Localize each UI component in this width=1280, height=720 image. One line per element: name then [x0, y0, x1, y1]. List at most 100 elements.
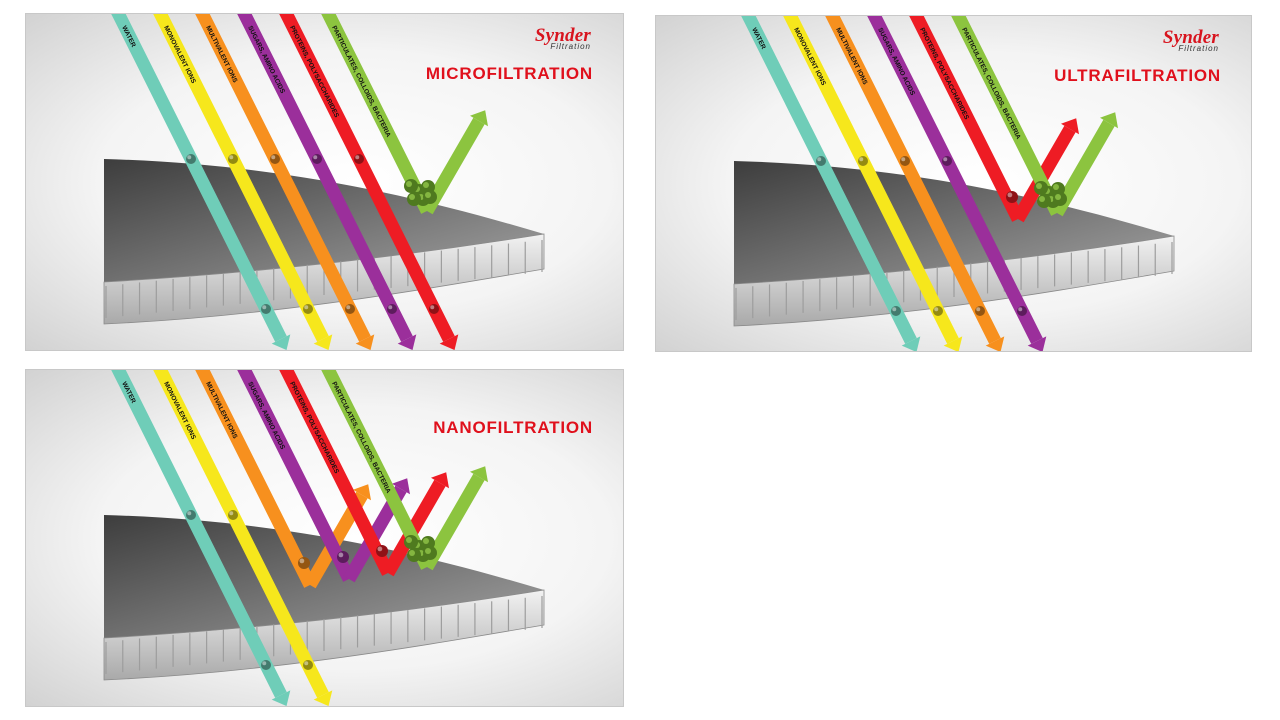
particle-highlight — [187, 155, 192, 160]
particle-highlight — [817, 157, 822, 162]
particle — [858, 156, 868, 166]
particle — [933, 306, 943, 316]
stream-band — [825, 16, 1001, 344]
particle-highlight — [355, 155, 360, 160]
panel-title: NANOFILTRATION — [433, 418, 593, 437]
bacteria-highlight — [1053, 184, 1059, 190]
particle — [186, 510, 196, 520]
particle — [387, 304, 397, 314]
particle — [228, 510, 238, 520]
particle — [816, 156, 826, 166]
particle — [942, 156, 952, 166]
stream-arrowhead — [1027, 336, 1047, 351]
particle-highlight — [1018, 307, 1023, 312]
stream: PARTICULATES, COLLOIDS, BACTERIA — [321, 14, 489, 215]
stream-label: MONOVALENT IONS — [792, 27, 827, 87]
stream-arrowhead — [352, 484, 372, 501]
particle-highlight — [338, 552, 344, 558]
particle — [345, 304, 355, 314]
particle-highlight — [299, 558, 305, 564]
particle — [303, 660, 313, 670]
particle — [891, 306, 901, 316]
particle-highlight — [901, 157, 906, 162]
brand-logo: Synder Filtration — [1163, 28, 1219, 53]
stream-label: MULTIVALENT IONS — [834, 27, 869, 87]
stream-band — [951, 16, 1063, 216]
stream-arrowhead — [439, 334, 459, 350]
empty-area — [656, 370, 1251, 706]
stream-label: MONOVALENT IONS — [162, 25, 197, 85]
stream-label: SUGARS, AMINO ACIDS — [246, 25, 286, 95]
particle — [261, 304, 271, 314]
stream-band — [783, 16, 959, 344]
stream-band — [321, 14, 433, 214]
stream-arrowhead — [271, 334, 291, 350]
particle — [429, 304, 439, 314]
stream-arrowhead — [901, 336, 921, 351]
brand-sub: Filtration — [1178, 44, 1219, 53]
particle — [975, 306, 985, 316]
stream-band — [153, 370, 329, 698]
particle-highlight — [892, 307, 897, 312]
stream-arrowhead — [469, 466, 489, 483]
bacteria-highlight — [425, 548, 431, 554]
stream-band — [111, 370, 287, 698]
bacteria-highlight — [409, 550, 415, 556]
stream-band — [741, 16, 917, 344]
particle — [186, 154, 196, 164]
stream-label: MULTIVALENT IONS — [204, 381, 239, 441]
particle — [298, 557, 310, 569]
particle-highlight — [859, 157, 864, 162]
particle-highlight — [934, 307, 939, 312]
stream-arrowhead — [391, 478, 411, 495]
particle-highlight — [346, 305, 351, 310]
panel-title: MICROFILTRATION — [425, 64, 593, 83]
particle — [900, 156, 910, 166]
particle — [376, 545, 388, 557]
particle-highlight — [271, 155, 276, 160]
brand-sub: Filtration — [550, 42, 591, 51]
particle-highlight — [377, 546, 383, 552]
particle-highlight — [430, 305, 435, 310]
bacteria-highlight — [1055, 194, 1061, 200]
stream-band — [867, 16, 1043, 344]
particle — [303, 304, 313, 314]
particle-highlight — [229, 511, 234, 516]
bacteria-highlight — [1036, 183, 1042, 189]
stream: WATER — [741, 16, 921, 351]
particle-highlight — [313, 155, 318, 160]
stream-arrowhead — [1099, 112, 1119, 129]
particle — [337, 551, 349, 563]
stream-band — [111, 14, 287, 342]
stream-arrowhead — [355, 334, 375, 350]
bacteria-highlight — [409, 194, 415, 200]
panel-title: ULTRAFILTRATION — [1054, 66, 1221, 85]
particle — [228, 154, 238, 164]
bacteria-highlight — [1039, 196, 1045, 202]
bacteria-highlight — [423, 182, 429, 188]
particle-highlight — [187, 511, 192, 516]
stream-label: SUGARS, AMINO ACIDS — [246, 381, 286, 451]
particle — [1017, 306, 1027, 316]
brand-name: Synder — [1162, 27, 1219, 48]
stream-band — [279, 14, 455, 342]
stream-band — [279, 370, 394, 576]
stream-band — [195, 370, 316, 588]
stream-band — [321, 370, 433, 570]
stream-label: MULTIVALENT IONS — [204, 25, 239, 85]
bacteria-highlight — [423, 538, 429, 544]
particle — [354, 154, 364, 164]
particle-highlight — [388, 305, 393, 310]
stream-arrowhead — [313, 690, 333, 706]
bacteria-highlight — [406, 537, 412, 543]
stream-label: MONOVALENT IONS — [162, 381, 197, 441]
stream-arrowhead — [271, 690, 291, 706]
particle-highlight — [304, 661, 309, 666]
particle-highlight — [943, 157, 948, 162]
stream-reflect — [1051, 119, 1115, 217]
stream-reflect — [421, 117, 485, 215]
stream-arrowhead — [313, 334, 333, 350]
